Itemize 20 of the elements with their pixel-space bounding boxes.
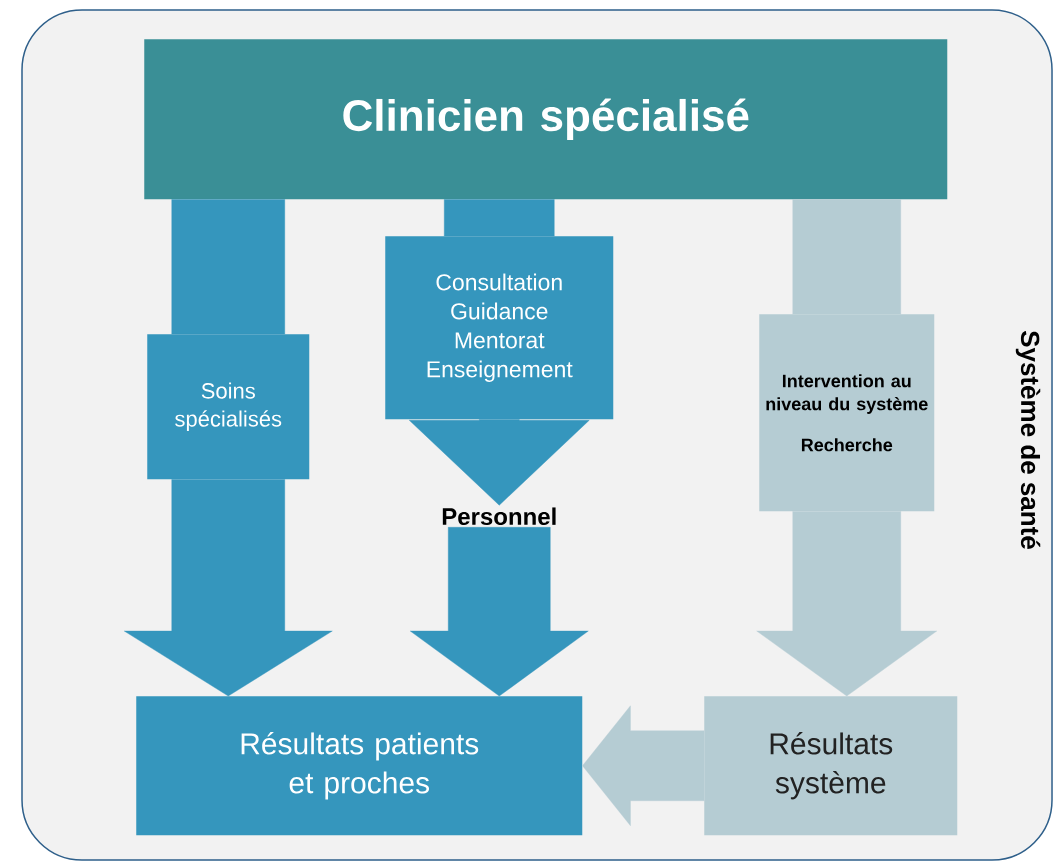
process-box: Soins spécialisés <box>147 334 310 480</box>
outcome-box: Résultats patients et proches <box>136 696 583 836</box>
node-label: Recherche <box>801 438 893 452</box>
block-arrow <box>410 527 589 697</box>
arrow-shaft <box>171 199 285 335</box>
block-arrow <box>124 479 333 697</box>
header-box: Clinicien spécialisé <box>144 39 948 200</box>
node-label: Soins spécialisés <box>175 382 282 432</box>
arrow-shaft <box>444 199 555 237</box>
outcome-box: Résultats système <box>704 696 958 836</box>
node-label: Enseignement <box>427 360 573 382</box>
block-arrow <box>409 419 590 506</box>
block-arrow <box>582 705 705 826</box>
node-label: Guidance <box>451 302 548 320</box>
block-arrow <box>756 511 937 697</box>
node-label: Personnel <box>442 507 556 526</box>
node-label: Mentorat <box>455 332 545 349</box>
node-label: Intervention au niveau du système <box>766 374 928 414</box>
node-label: Consultation <box>436 273 562 291</box>
arrow-shaft <box>792 199 901 315</box>
